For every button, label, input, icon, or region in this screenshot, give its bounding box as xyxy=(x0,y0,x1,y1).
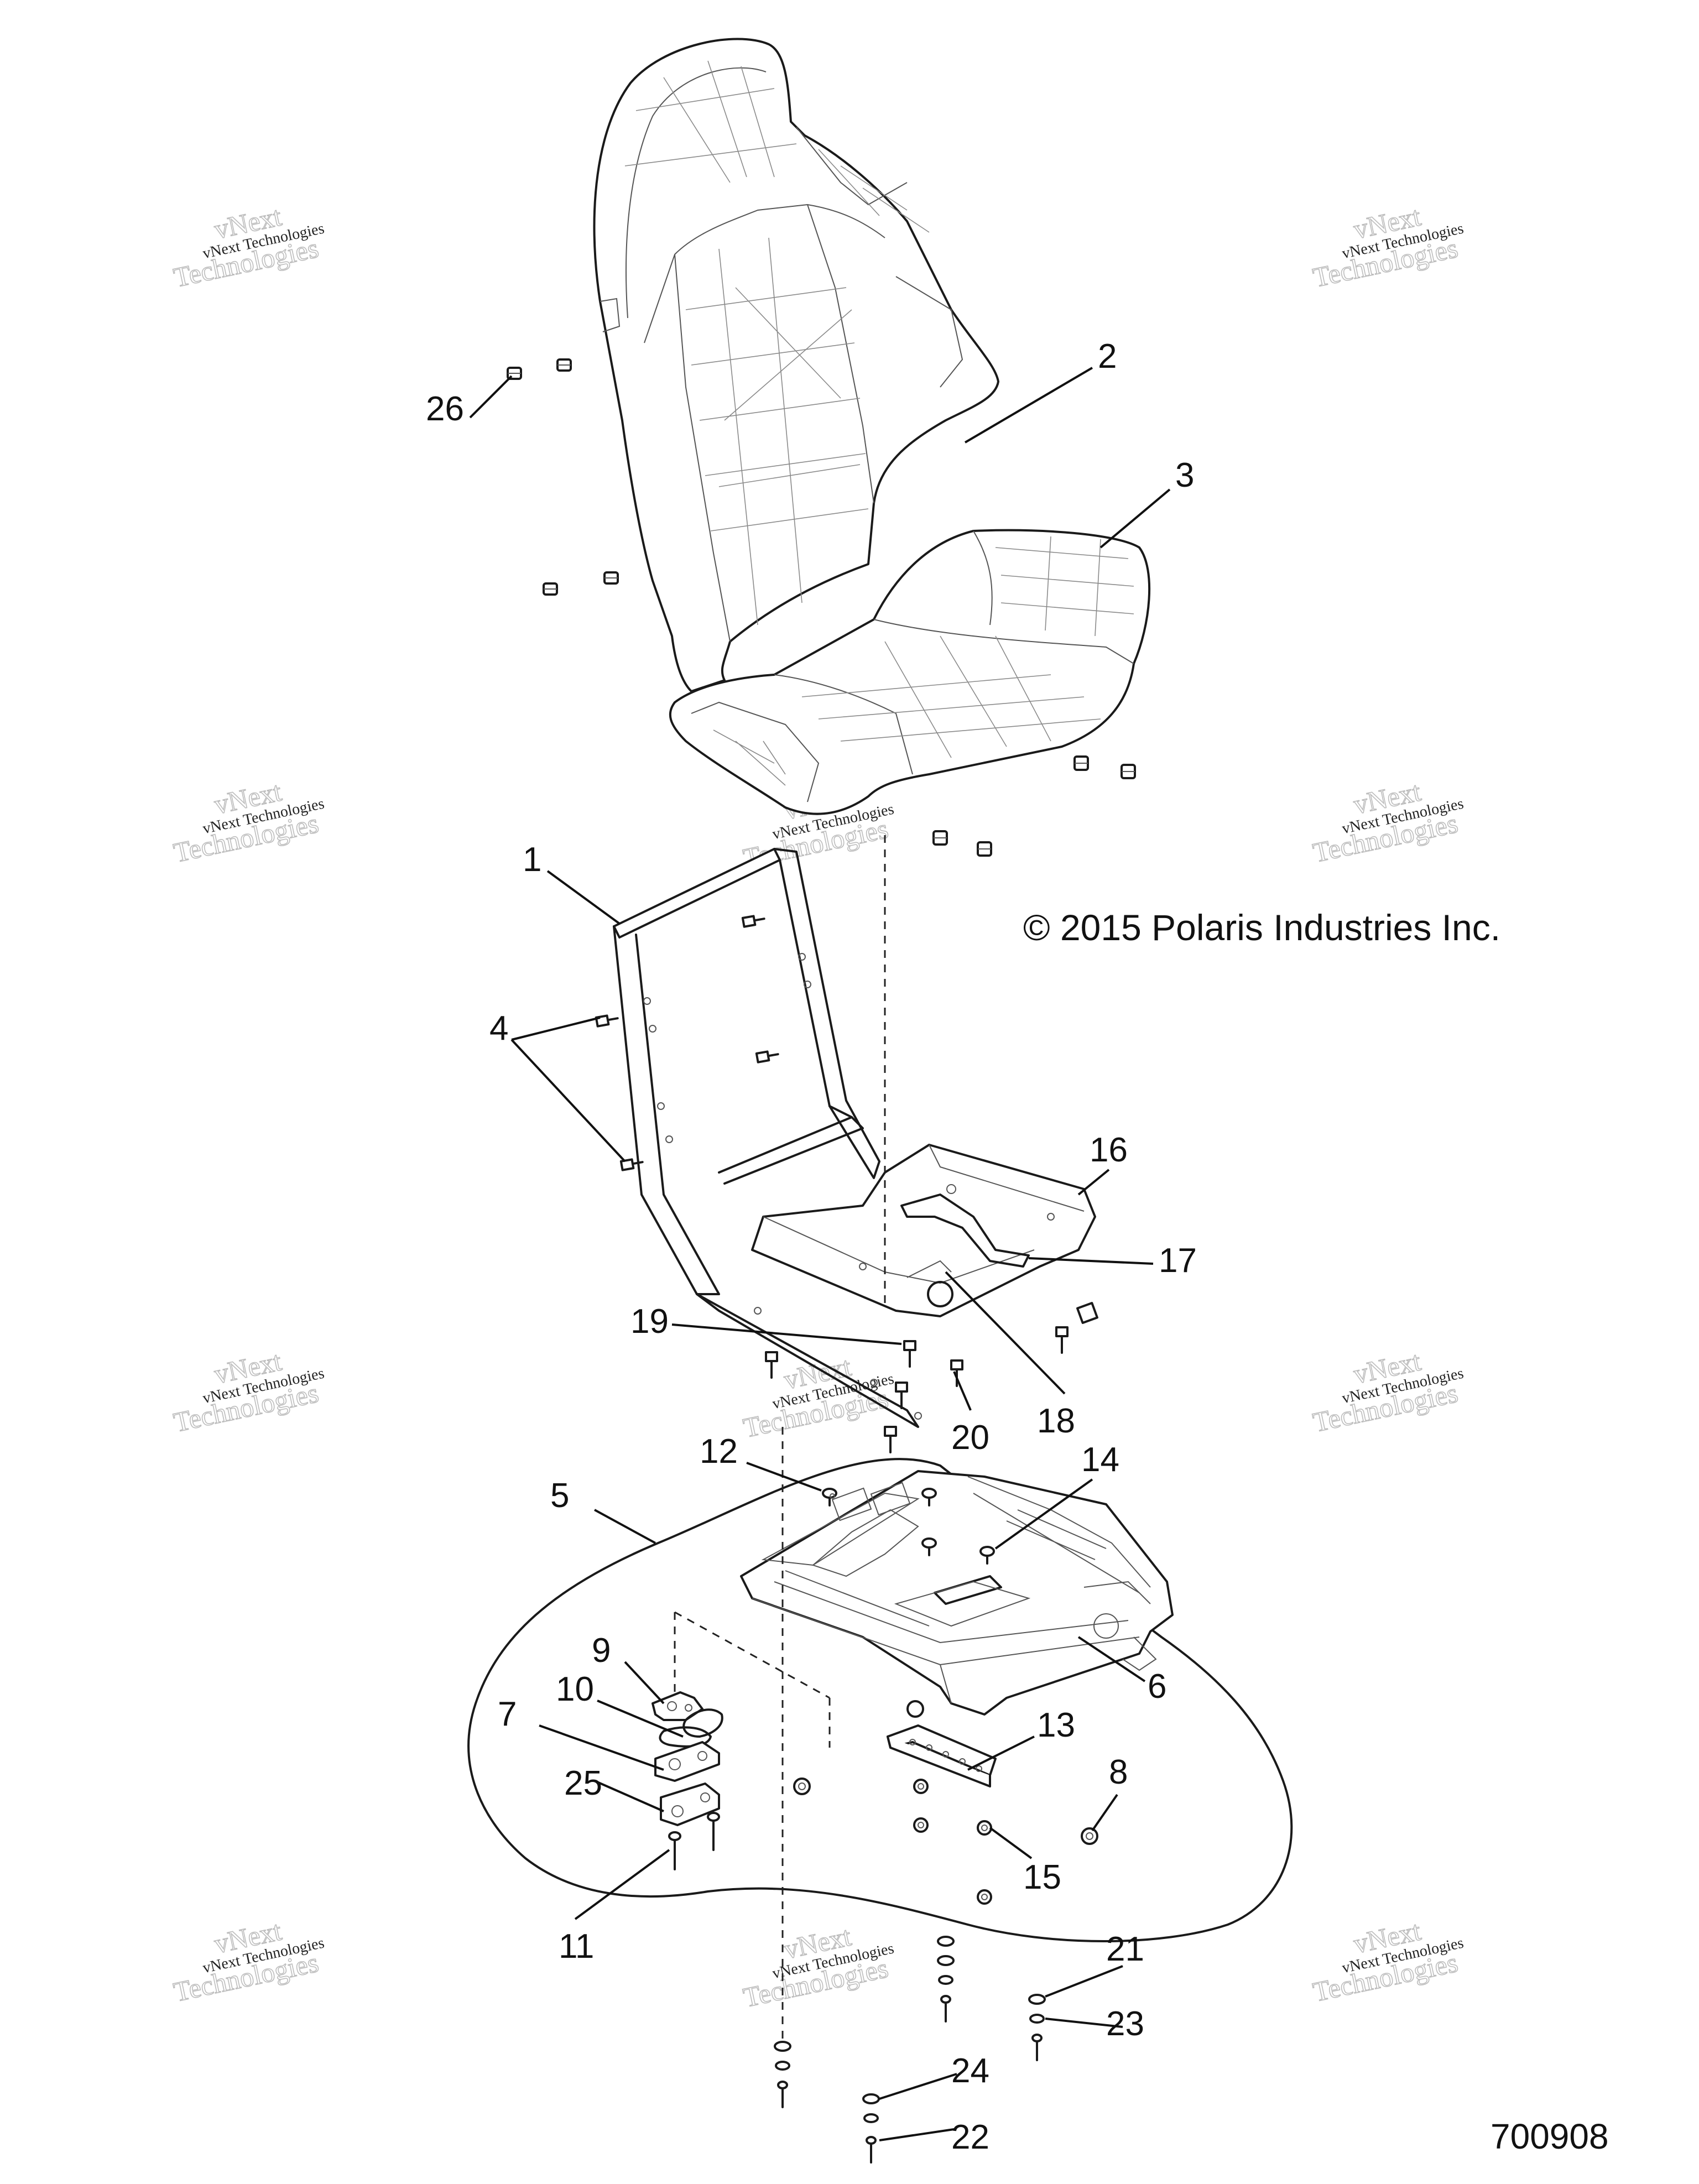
washer xyxy=(774,2041,791,2052)
seat-frame xyxy=(595,848,922,1428)
callout-21: 21 xyxy=(1106,1930,1144,1968)
bolt xyxy=(595,1014,619,1028)
bolt xyxy=(765,1351,778,1379)
bolt-group xyxy=(765,1326,1069,1453)
callout-10: 10 xyxy=(556,1670,594,1708)
nut xyxy=(1081,1827,1098,1845)
bolt xyxy=(777,2081,788,2108)
bolt xyxy=(866,2136,877,2164)
copyright-text: © 2015 Polaris Industries Inc. xyxy=(1023,907,1500,948)
callout-22: 22 xyxy=(951,2118,989,2156)
assembly-lines xyxy=(674,835,886,2041)
screw xyxy=(921,1488,937,1507)
hardware-stack xyxy=(774,1936,1046,2164)
callout-6: 6 xyxy=(1148,1667,1166,1706)
callout-5: 5 xyxy=(550,1477,569,1515)
washer xyxy=(862,2093,880,2104)
nut xyxy=(1073,755,1089,771)
callout-18: 18 xyxy=(1037,1402,1075,1440)
seat-back xyxy=(593,38,999,692)
washer xyxy=(938,1975,953,1985)
nut xyxy=(977,1889,992,1905)
screw xyxy=(707,1812,720,1851)
callout-2: 2 xyxy=(1098,337,1117,376)
callout-26: 26 xyxy=(426,390,464,428)
callout-9: 9 xyxy=(592,1632,611,1670)
nut xyxy=(913,1779,929,1794)
nut xyxy=(830,1493,835,1499)
bolt xyxy=(884,1426,897,1453)
nut xyxy=(977,841,992,857)
callout-7: 7 xyxy=(498,1695,517,1733)
callout-16: 16 xyxy=(1090,1131,1128,1169)
callout-11: 11 xyxy=(559,1927,594,1966)
nut xyxy=(543,582,558,596)
watermark: vNext vNext Technologies Technologies xyxy=(1310,1915,1465,2008)
bolt xyxy=(755,1050,779,1064)
callout-23: 23 xyxy=(1106,2005,1144,2043)
callout-8: 8 xyxy=(1109,1753,1128,1791)
washer xyxy=(775,2061,790,2071)
nut-group xyxy=(507,358,1136,857)
bolt xyxy=(950,1359,963,1387)
callout-13: 13 xyxy=(1037,1706,1075,1744)
callout-25: 25 xyxy=(564,1764,602,1802)
watermark: vNext vNext Technologies Technologies xyxy=(170,1345,326,1438)
bracket xyxy=(887,1700,997,1787)
screw xyxy=(921,1537,937,1556)
watermark: vNext vNext Technologies Technologies xyxy=(1310,775,1465,869)
nut xyxy=(603,571,619,585)
watermark: vNext vNext Technologies Technologies xyxy=(1310,1345,1465,1438)
slide-plate xyxy=(751,1144,1098,1324)
nut xyxy=(556,358,572,372)
callout-19: 19 xyxy=(630,1302,669,1341)
latch-assembly xyxy=(652,1691,723,1870)
leader-lines xyxy=(469,367,1171,2141)
diagram-id: 700908 xyxy=(1490,2117,1609,2156)
watermark: vNext vNext Technologies Technologies xyxy=(170,775,326,869)
washer xyxy=(1028,1994,1046,2005)
callout-numbers: 1 2 3 4 5 6 7 8 9 10 11 12 13 14 15 16 1… xyxy=(426,337,1197,2156)
callout-24: 24 xyxy=(951,2052,989,2090)
bolt xyxy=(1031,2034,1043,2061)
washer xyxy=(937,1955,955,1966)
bolt xyxy=(895,1382,908,1409)
callout-1: 1 xyxy=(523,841,541,879)
washer xyxy=(1029,2014,1045,2024)
watermark: vNext vNext Technologies Technologies xyxy=(1310,200,1465,294)
nut xyxy=(977,1820,992,1836)
screw xyxy=(979,1546,995,1565)
callout-12: 12 xyxy=(700,1432,738,1471)
callout-17: 17 xyxy=(1159,1242,1197,1280)
bolt xyxy=(903,1340,916,1368)
nut xyxy=(1120,764,1136,779)
seat-cushion xyxy=(669,529,1151,815)
callout-4: 4 xyxy=(489,1009,508,1047)
nut xyxy=(913,1817,929,1833)
washer xyxy=(937,1936,955,1947)
seat-slider-base xyxy=(740,1470,1174,1716)
nut xyxy=(793,1778,811,1795)
callout-14: 14 xyxy=(1081,1441,1119,1479)
bolt xyxy=(741,915,765,928)
screw xyxy=(822,1488,837,1507)
nut-group xyxy=(793,1778,1098,1905)
nut xyxy=(932,830,948,846)
callout-15: 15 xyxy=(1023,1858,1061,1896)
bolt xyxy=(1055,1326,1069,1354)
screw xyxy=(668,1831,681,1870)
callout-20: 20 xyxy=(951,1419,989,1457)
callout-3: 3 xyxy=(1175,456,1194,494)
watermark: vNext vNext Technologies Technologies xyxy=(740,1920,895,2014)
watermark: vNext vNext Technologies Technologies xyxy=(170,1915,326,2008)
watermark: vNext vNext Technologies Technologies xyxy=(170,200,326,294)
bolt xyxy=(940,1995,951,2023)
washer xyxy=(863,2113,879,2123)
